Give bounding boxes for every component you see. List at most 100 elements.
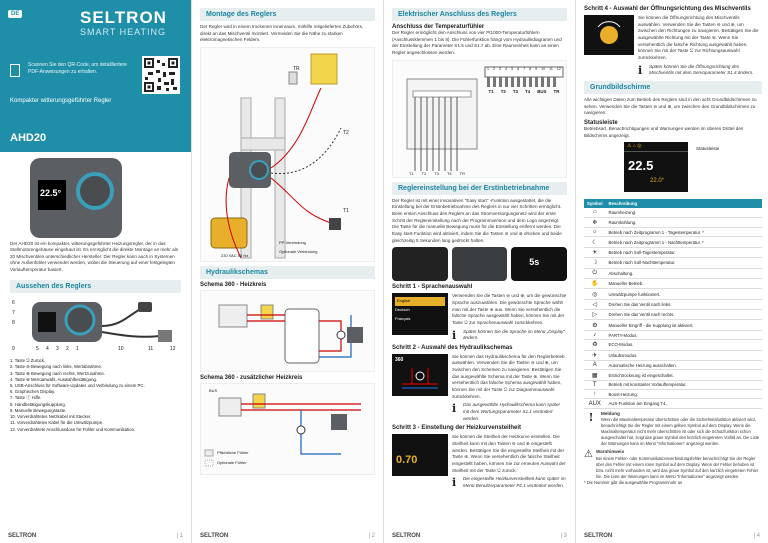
symbol-icon: ▷ bbox=[584, 309, 606, 321]
page-3: Elektrischer Anschluss des Reglers Ansch… bbox=[384, 0, 576, 543]
terminal-number: 8 bbox=[529, 66, 532, 71]
symbol-icon: ♻ bbox=[584, 339, 606, 351]
step4-note: Später können Sie die Öffnungsrichtung d… bbox=[649, 63, 754, 76]
symbol-row: ♻ECO-Modus. bbox=[584, 339, 762, 351]
notice-icon: ! bbox=[588, 410, 594, 424]
page-1: DE SELTRON SMART HEATING Scannen Sie den… bbox=[0, 0, 192, 543]
callout-11: 11 bbox=[148, 346, 154, 353]
step1-screen: English Deutsch Français bbox=[392, 293, 448, 336]
page-2: Montage des Reglers Der Regler wird in e… bbox=[192, 0, 384, 543]
footer-brand: SELTRON bbox=[392, 533, 421, 539]
bus-label: BUS bbox=[209, 387, 218, 393]
symbol-row: ✋Manueller Betrieb. bbox=[584, 278, 762, 290]
symbol-description: Manueller Betrieb. bbox=[605, 278, 762, 290]
footer-brand: SELTRON bbox=[200, 533, 229, 539]
footer-brand: SELTRON bbox=[8, 533, 37, 539]
controller-parts-figure: 6 7 8 9 5 4 3 2 1 10 11 12 bbox=[10, 296, 181, 356]
status-bar-heading: Statusleiste bbox=[584, 119, 618, 126]
symbol-description: Estrichtrocknung ist eingeschaltet. bbox=[605, 369, 762, 381]
product-subtitle: Kompakter witterungsgeführter Regler bbox=[10, 98, 112, 104]
callout-9: 9 bbox=[12, 346, 15, 353]
qr-instruction: Scannen Sie den QR-Code, um detaillierte… bbox=[28, 62, 127, 75]
legend-pp: PP-Verbindung bbox=[279, 239, 306, 245]
legend-item: 11. Vorverdrahtetes Kabel für die Umwälz… bbox=[10, 420, 104, 426]
symbol-icon: T bbox=[584, 380, 606, 391]
warning-text: Bei einem Fühler- oder Kommunikationsver… bbox=[595, 455, 759, 479]
terminal-number: 2 bbox=[493, 66, 496, 71]
notice-text: Wenn die Maximaltemperatur überschritten… bbox=[601, 417, 760, 447]
photo-5s: 5s bbox=[511, 247, 567, 282]
legend-required-sensors: Pflichtliche Fühler bbox=[217, 449, 249, 455]
photo-knob bbox=[451, 247, 508, 282]
symbol-row: ☼Betrieb nach Zeitprogramm 1 - Tagestemp… bbox=[584, 227, 762, 238]
wire-label: T1 bbox=[409, 170, 414, 176]
schema2-title: Schema 360 - zusätzlicher Heizkreis bbox=[200, 374, 303, 381]
info-icon: i bbox=[452, 476, 457, 490]
wire-label: T2 bbox=[421, 170, 427, 176]
column-header: Beschreibung bbox=[605, 199, 762, 209]
symbol-icon: ☀ bbox=[584, 247, 606, 259]
footer: SELTRON| 1 bbox=[8, 533, 183, 539]
symbol-table-body: ⌂Raumheizung.❄Raumkühlung.☼Betrieb nach … bbox=[584, 208, 762, 409]
symbol-icon: ❄ bbox=[584, 217, 606, 229]
symbol-icon: AUX bbox=[584, 398, 606, 409]
callout-4: 4 bbox=[46, 346, 49, 353]
footer: SELTRON| 4 bbox=[584, 533, 760, 539]
symbol-icon: ◎ bbox=[584, 288, 606, 300]
model-name: AHD20 bbox=[0, 130, 191, 152]
language-option[interactable]: Français bbox=[395, 315, 411, 321]
language-option[interactable]: Deutsch bbox=[395, 307, 410, 313]
status-bar-text: Betriebsart, Benachrichtigungen und Warn… bbox=[584, 125, 744, 138]
controller-photo: 22.5° bbox=[30, 158, 122, 238]
section-heading-base-screens: Grundbildschirme bbox=[584, 80, 762, 94]
warning-block: ⚠ Warnhinweis Bei einem Fühler- oder Kom… bbox=[584, 449, 762, 479]
callout-12: 12 bbox=[170, 346, 176, 353]
label-t1: T1 bbox=[343, 207, 349, 214]
qr-code[interactable] bbox=[142, 56, 180, 94]
legend-item: 3. Taste ⊕ Bewegung nach rechts, Wertzun… bbox=[10, 370, 105, 376]
terminal-number: 11 bbox=[549, 66, 553, 71]
step2: 360 Sie können das Hydraulikschema für d… bbox=[392, 353, 567, 423]
notice-title: Meldung bbox=[601, 410, 620, 416]
base-screens-text: Alle wichtigen Daten zum Betrieb des Reg… bbox=[584, 96, 757, 116]
terminal-label: T4 bbox=[525, 88, 531, 94]
symbol-row: ⚙Manueller Eingriff - die Kupplung ist a… bbox=[584, 319, 762, 331]
symbol-row: ☀Betrieb nach Soll-Tagestemperatur. bbox=[584, 247, 762, 259]
legend-item: 10. Vorverdrahtetes Netzkabel mit Stecke… bbox=[10, 414, 92, 420]
step2-title: Schritt 2 - Auswahl des Hydraulikschemas bbox=[392, 344, 513, 351]
symbol-icon: ✈ bbox=[584, 350, 606, 361]
step1-title: Schritt 1 - Sprachenauswahl bbox=[392, 284, 473, 291]
label-t2: T2 bbox=[343, 129, 349, 136]
step3-text: Sie können die Steilheit der Heizkurve e… bbox=[452, 434, 566, 473]
device-display: 22.5° bbox=[38, 180, 66, 210]
terminal-number: 7 bbox=[523, 66, 526, 71]
legend-item: 4. Taste ⊛ Menüanwahl, Auswahlbestätigun… bbox=[10, 376, 98, 382]
room-temperature: 22.5 bbox=[628, 158, 654, 174]
easy-start-text: Der Regler ist mit einer innovativen "Ea… bbox=[392, 197, 562, 243]
language-option-selected[interactable]: English bbox=[395, 297, 445, 307]
terminal-number: 1 bbox=[487, 66, 489, 71]
legend-item: 12. Vorverdrahtete Anschlussdose für Füh… bbox=[10, 426, 136, 432]
legend-item: 9. Manuelle Bewegungstaste. bbox=[10, 407, 67, 413]
section-heading-mounting: Montage des Reglers bbox=[200, 8, 375, 21]
step4-text: Sie können die Öffnungsrichtung des Misc… bbox=[638, 15, 759, 60]
page-number: | 3 bbox=[560, 533, 567, 539]
symbol-icon: ↑ bbox=[584, 389, 606, 400]
slope-value: 0.70 bbox=[396, 454, 418, 467]
symbol-description: Betrieb nach Zeitprogramm 1 - Nachttempe… bbox=[605, 236, 762, 248]
parts-legend: 1. Taste ⎋ Zurück. 2. Taste ⊖ Bewegung n… bbox=[0, 356, 191, 435]
symbol-icon: ◁ bbox=[584, 299, 606, 311]
callout-1: 1 bbox=[76, 346, 79, 353]
column-header: Symbol bbox=[584, 199, 606, 209]
status-bar-callout: Statusleiste bbox=[696, 146, 720, 152]
symbol-row: ♪PARTY-Modus. bbox=[584, 330, 762, 341]
legend-item: 2. Taste ⊖ Bewegung nach links, Wertabna… bbox=[10, 364, 103, 370]
cover-banner: DE SELTRON SMART HEATING Scannen Sie den… bbox=[0, 0, 191, 130]
legend-item: 6. Graphisches Display. bbox=[10, 389, 56, 395]
terminal-number: 10 bbox=[541, 66, 546, 71]
footer: SELTRON | 3 bbox=[392, 533, 567, 539]
legend-item: 5. USB-Anschluss für Software-Updates un… bbox=[10, 382, 145, 388]
symbol-icon: ▦ bbox=[584, 369, 606, 381]
